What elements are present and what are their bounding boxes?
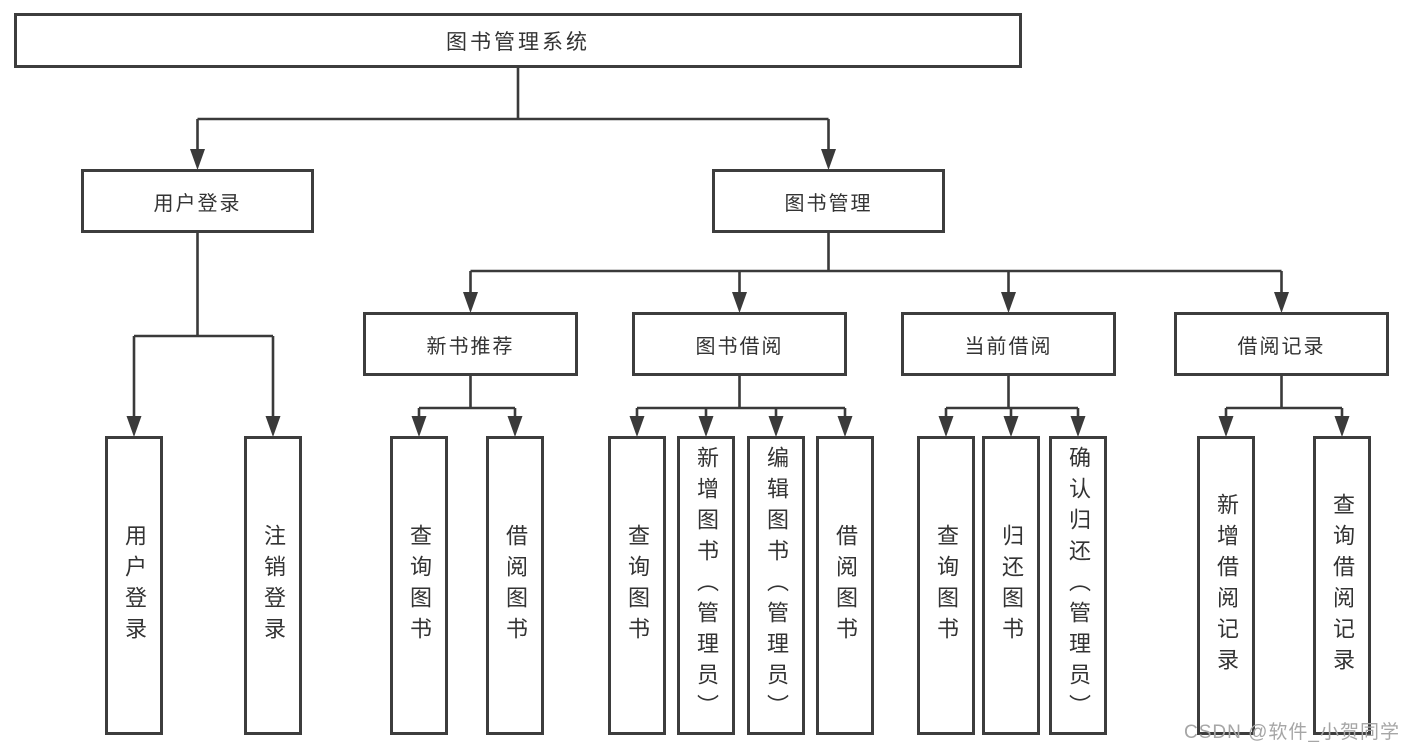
leaf-borrow-edit-admin: 编辑图书（管理员） <box>747 436 805 735</box>
node-group-borrow-records: 借阅记录 <box>1174 312 1389 376</box>
arrowheads <box>126 149 1350 437</box>
node-user-login: 用户登录 <box>81 169 314 233</box>
leaf-borrow-add-admin: 新增图书（管理员） <box>677 436 735 735</box>
leaf-current-return: 归还图书 <box>982 436 1040 735</box>
leaf-newbooks-borrow: 借阅图书 <box>486 436 544 735</box>
leaf-logout: 注销登录 <box>244 436 302 735</box>
leaf-records-query: 查询借阅记录 <box>1313 436 1371 735</box>
node-group-new-books: 新书推荐 <box>363 312 578 376</box>
leaf-records-add: 新增借阅记录 <box>1197 436 1255 735</box>
leaf-borrow-query: 查询图书 <box>608 436 666 735</box>
leaf-borrow-book: 借阅图书 <box>816 436 874 735</box>
leaf-newbooks-query: 查询图书 <box>390 436 448 735</box>
node-root: 图书管理系统 <box>14 13 1022 68</box>
leaf-current-confirm-admin: 确认归还（管理员） <box>1049 436 1107 735</box>
leaf-current-query: 查询图书 <box>917 436 975 735</box>
leaf-user-login: 用户登录 <box>105 436 163 735</box>
csdn-watermark: CSDN @软件_小贺同学 <box>1184 722 1400 743</box>
node-group-book-borrow: 图书借阅 <box>632 312 847 376</box>
node-book-mgmt: 图书管理 <box>712 169 945 233</box>
node-group-current-borrow: 当前借阅 <box>901 312 1116 376</box>
